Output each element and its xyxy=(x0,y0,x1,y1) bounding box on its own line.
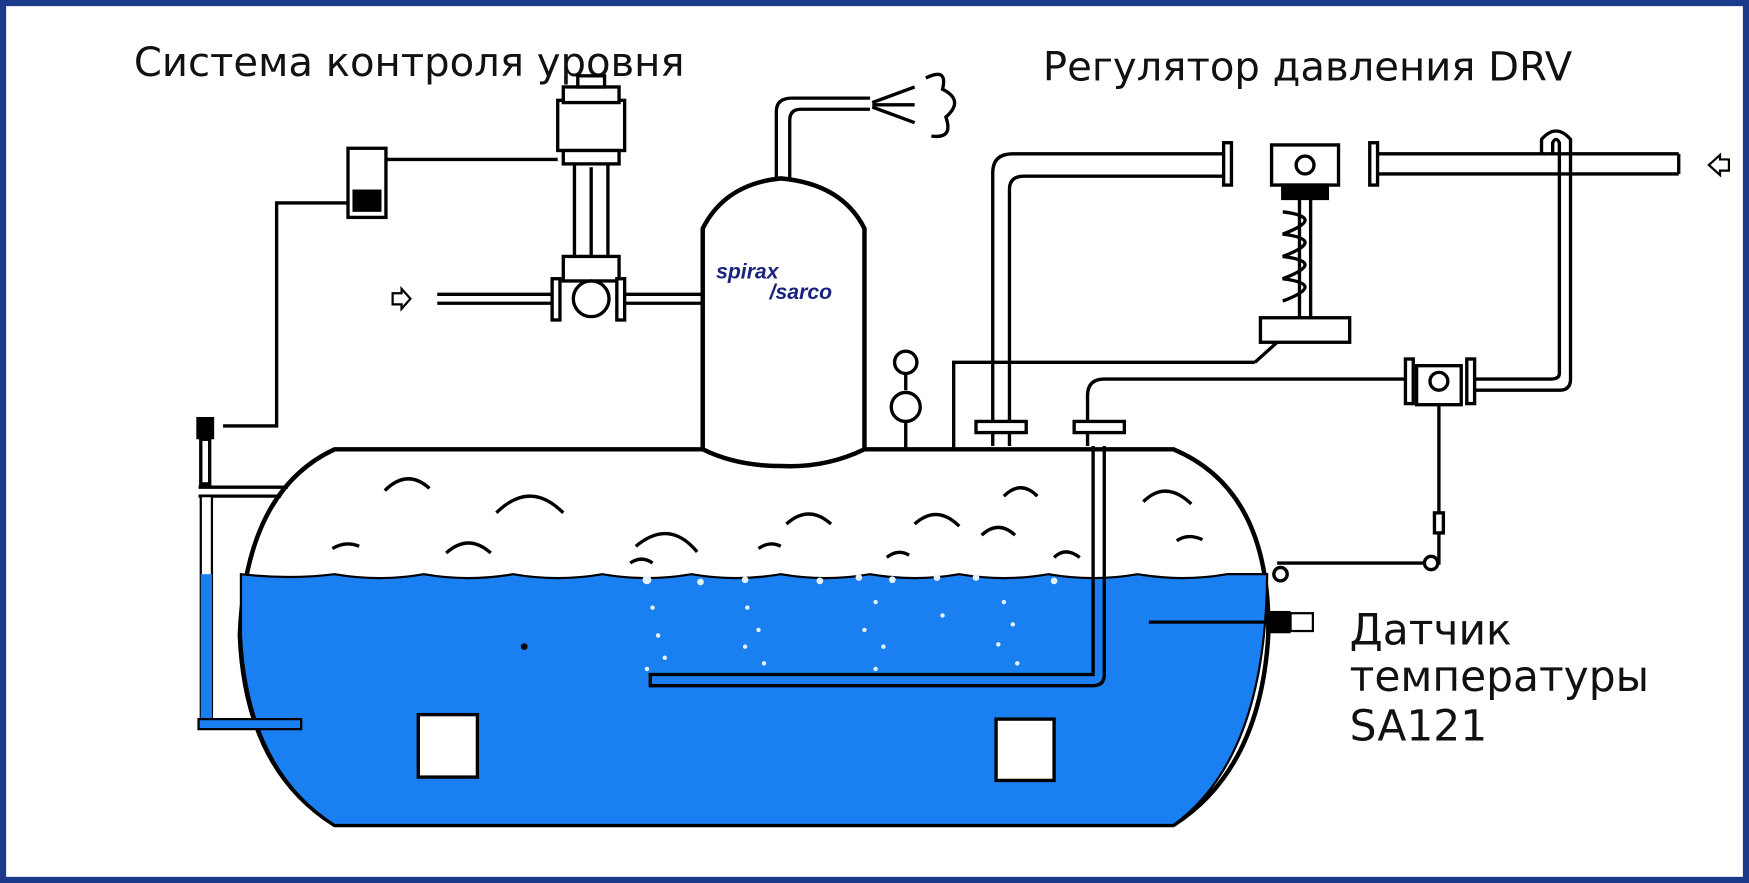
level-sensor xyxy=(196,416,303,731)
inlet-pipe xyxy=(437,292,703,305)
steam-arcs xyxy=(331,477,1204,565)
temperature-sensor xyxy=(1268,610,1314,634)
sensor-label-line2: температуры xyxy=(1350,652,1649,701)
svg-text:/sarco: /sarco xyxy=(769,281,832,304)
steam-inlet-arrow-icon xyxy=(1707,152,1731,178)
pipe-flanges xyxy=(974,141,1477,435)
temperature-control-valve xyxy=(1272,364,1463,583)
spirax-sarco-logo: spirax /sarco xyxy=(716,261,832,304)
sensor-label-line3: SA121 xyxy=(1350,701,1488,750)
level-controller xyxy=(346,146,388,220)
sensing-line xyxy=(952,360,1255,450)
tank xyxy=(237,447,1271,828)
steam-dome xyxy=(700,176,867,469)
pressure-gauge xyxy=(889,349,922,450)
title-pressure-regulator: Регулятор давления DRV xyxy=(1043,44,1573,90)
steam-bubbles xyxy=(642,574,1058,672)
tank-leg-left xyxy=(416,712,480,779)
pressure-regulator-drv xyxy=(1253,143,1352,364)
sensor-label-line1: Датчик xyxy=(1350,605,1512,654)
vent-pipe xyxy=(774,72,957,179)
level-control-valve xyxy=(550,74,627,322)
water xyxy=(239,572,1269,827)
steam-supply-pipe xyxy=(648,129,1681,688)
tank-leg-right xyxy=(994,717,1056,783)
inlet-arrow-icon xyxy=(391,285,412,312)
svg-text:spirax: spirax xyxy=(716,261,780,284)
control-wires xyxy=(223,157,558,428)
